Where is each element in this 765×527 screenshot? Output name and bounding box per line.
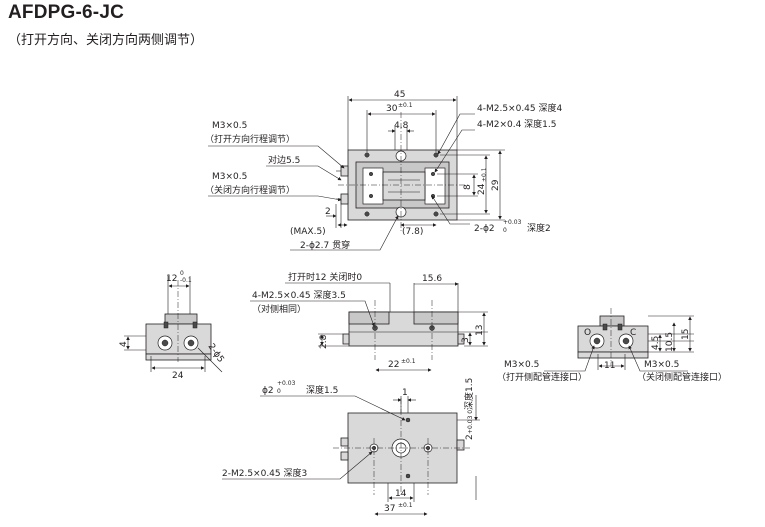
dim-4: 4 [119, 341, 129, 347]
bottom-adjust-screw [340, 451, 349, 461]
dim-max5: (MAX.5) [290, 227, 326, 237]
label-c: C [630, 328, 636, 338]
right-view-body [577, 325, 649, 353]
note-4m25: 4-M2.5×0.45 深度4 [477, 102, 562, 114]
note-phi2-tol-dn: 0 [277, 388, 281, 395]
note-vert-prefix: 2 [465, 434, 475, 440]
page-subtitle: （打开方向、关闭方向两侧调节） [8, 33, 204, 48]
dim-13: 13 [475, 325, 485, 336]
dim-4-5: 4.5 [651, 336, 661, 350]
note-2phi2-prefix: 2-ϕ2 [474, 224, 495, 234]
note-2phi2-tol-dn: 0 [503, 227, 507, 234]
page-title: AFDPG-6-JC [8, 2, 125, 23]
front-view: 打开时12 关闭时0 15.6 4-M2.5×0.45 深度3.5 （对侧相同）… [250, 271, 488, 372]
note-vert-suffix: 深度1.5 [463, 378, 475, 410]
note-4m25-front-2: （对侧相同） [252, 303, 306, 315]
dim-8: 8 [463, 184, 473, 190]
front-view-jaw-right [413, 311, 459, 325]
dim-1: 1 [402, 388, 408, 398]
note-m3-close-2: （关闭方向行程调节） [205, 184, 295, 196]
top-adjust-screw [340, 165, 349, 177]
left-view-base [145, 353, 212, 361]
front-adjust-screw [342, 333, 350, 345]
note-m3-open-1: M3×0.5 [212, 121, 247, 131]
dim-11: 11 [604, 361, 615, 371]
dim-3: 3 [461, 337, 471, 343]
dim-4-8: 4.8 [394, 121, 409, 131]
tol-12-up: 0 [180, 270, 184, 277]
dim-24: 24 [477, 183, 487, 195]
bottom-view: ϕ2 +0.03 0 深度1.5 1 2 +0.03 0 深度1.5 2-M2.… [222, 378, 480, 516]
note-vert-tol: +0.03 0 [467, 410, 474, 434]
bottom-adjust-screw [340, 437, 349, 447]
top-adjust-screw [340, 193, 349, 205]
note-phi2-prefix: ϕ2 [262, 386, 274, 396]
dim-15-6: 15.6 [422, 274, 442, 284]
label-o: O [584, 328, 591, 338]
note-4m25-front-1: 4-M2.5×0.45 深度3.5 [252, 289, 346, 301]
dim-24-left: 24 [172, 371, 184, 381]
dim-30: 30 [386, 104, 398, 114]
dim-14: 14 [395, 489, 407, 499]
dim-37: 37 [384, 504, 395, 514]
note-m3-open-2: （打开方向行程调节） [205, 133, 295, 145]
right-view: O C 4.5 10.5 15 11 M3×0.5 （打开侧配管连接口） M3×… [497, 308, 727, 383]
note-m3-close-1: M3×0.5 [212, 172, 247, 182]
right-view-base [577, 351, 649, 359]
dim-2-8: 2.8 [319, 334, 329, 349]
note-open-close: 打开时12 关闭时0 [288, 271, 362, 283]
dim-15-right: 15 [681, 329, 691, 340]
note-phi2-suffix: 深度1.5 [306, 384, 338, 396]
note-m3-right-1: M3×0.5 [644, 360, 679, 370]
top-view-jaw-right [424, 167, 446, 205]
front-view-jaw-left [348, 311, 390, 325]
left-view-body [145, 323, 212, 355]
dim-12: 12 [166, 274, 177, 284]
tol-12-dn: -0.1 [180, 277, 192, 284]
note-m3-left-2: （打开侧配管连接口） [497, 371, 587, 383]
top-view-center-block [382, 171, 426, 201]
tol-22: ±0.1 [401, 358, 416, 365]
tol-24: ±0.1 [481, 167, 488, 182]
bottom-adjust-screw [456, 439, 465, 451]
note-m3-left-1: M3×0.5 [504, 360, 539, 370]
dim-2: 2 [325, 207, 331, 217]
note-2m25: 2-M2.5×0.45 深度3 [222, 467, 307, 479]
tol-30: ±0.1 [398, 102, 413, 109]
front-adjust-screw [457, 333, 465, 345]
note-2phi2-suffix: 深度2 [527, 222, 551, 234]
dim-10-5: 10.5 [665, 332, 675, 352]
tol-37: ±0.1 [398, 502, 413, 509]
dim-29: 29 [491, 179, 501, 191]
note-flats: 对边5.5 [268, 154, 300, 166]
dim-22: 22 [388, 360, 399, 370]
note-2phi2-tol-up: +0.03 [503, 219, 522, 226]
note-2phi27: 2-ϕ2.7 贯穿 [300, 239, 350, 251]
note-phi2-tol-up: +0.03 [277, 380, 296, 387]
dim-7-8: (7.8) [402, 227, 423, 237]
left-view-jaw [164, 313, 198, 325]
top-view: 45 30 ±0.1 4.8 M3×0.5 （打开方向行程调节） 对边5.5 M… [205, 90, 562, 251]
note-4m2: 4-M2×0.4 深度1.5 [477, 118, 557, 130]
dim-45: 45 [394, 90, 405, 100]
note-m3-right-2: （关闭侧配管连接口） [637, 371, 727, 383]
left-view: 12 0 -0.1 4 24 2-ϕ5 [119, 270, 226, 381]
top-view-jaw-left [362, 167, 384, 205]
